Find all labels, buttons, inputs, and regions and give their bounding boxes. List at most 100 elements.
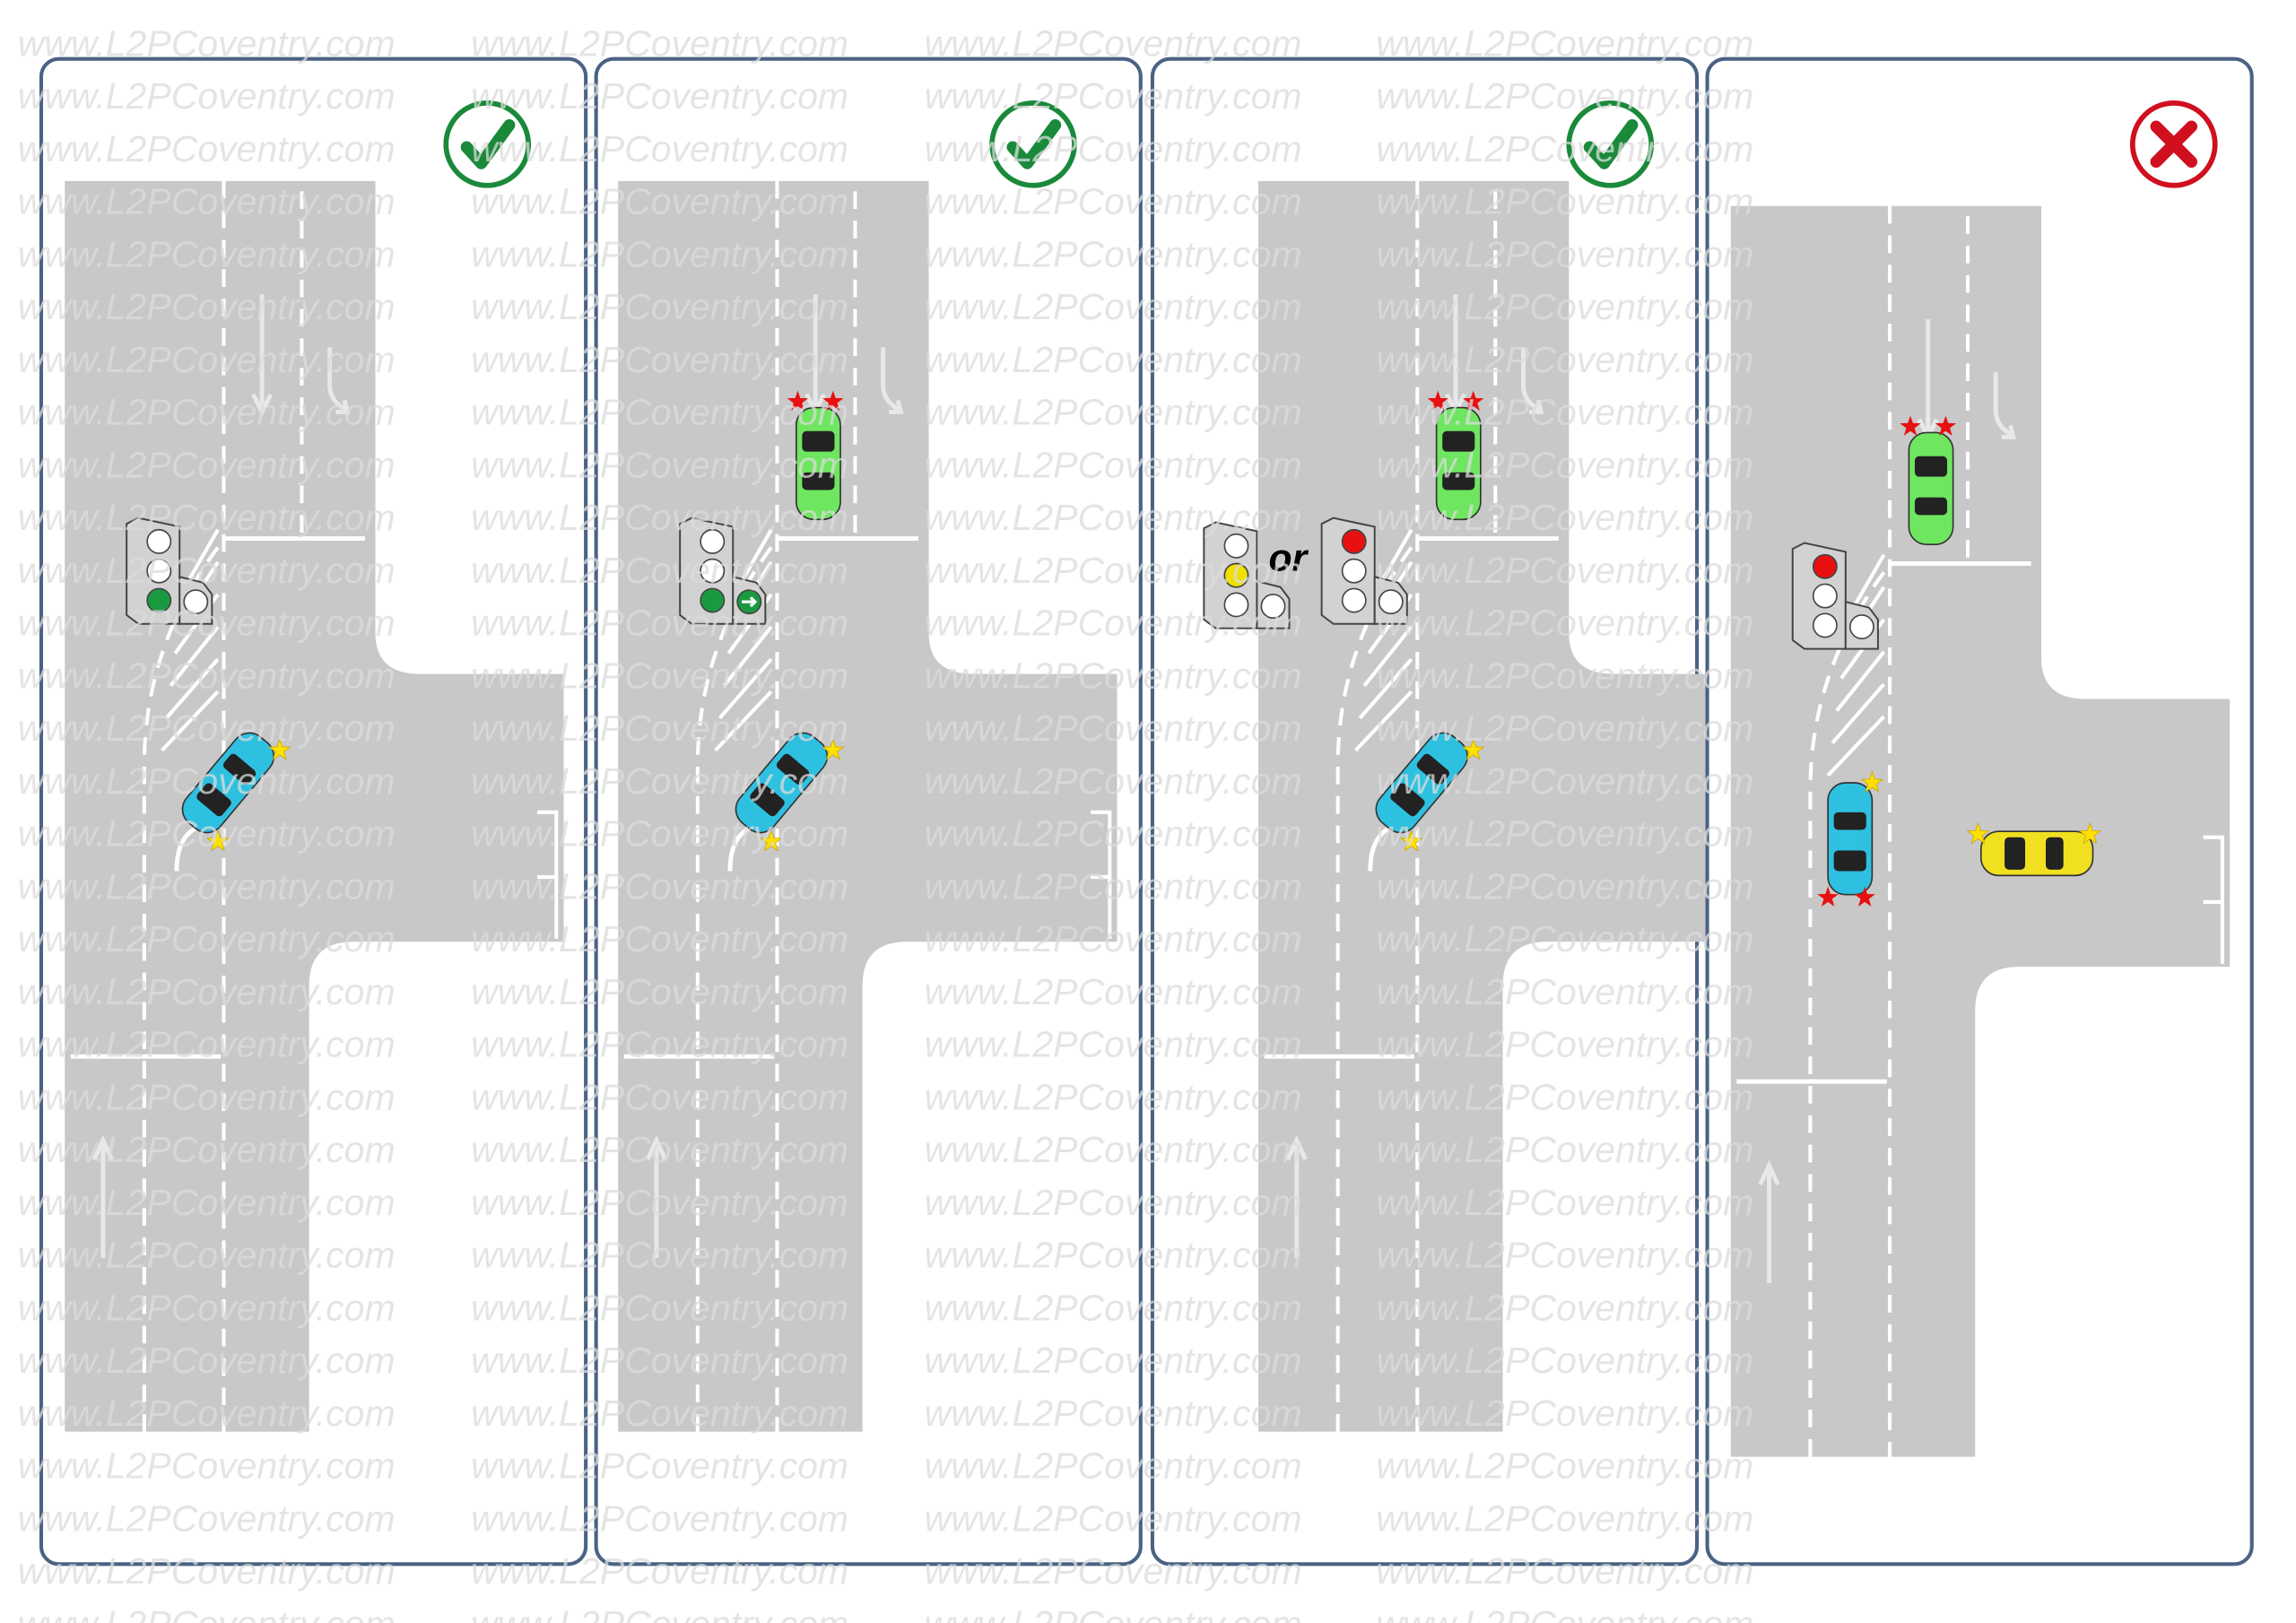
panels: or xyxy=(39,56,2254,1567)
car-roof xyxy=(2025,839,2046,867)
car-windscreen xyxy=(776,753,810,785)
watermark-text: www.L2PCoventry.com xyxy=(1376,1182,1753,1223)
up-arrow-icon xyxy=(91,1134,114,1259)
watermark-text: www.L2PCoventry.com xyxy=(18,75,396,117)
turn-arrow-icon xyxy=(881,347,904,414)
watermark-text: www.L2PCoventry.com xyxy=(18,1497,396,1539)
watermark-text: www.L2PCoventry.com xyxy=(471,865,848,907)
watermark-text: www.L2PCoventry.com xyxy=(471,392,848,433)
watermark-text: www.L2PCoventry.com xyxy=(471,286,848,327)
hatch-marking xyxy=(1358,657,1413,720)
watermark-text: www.L2PCoventry.com xyxy=(1376,1393,1753,1434)
hatch-marking xyxy=(164,657,220,720)
watermark-text: www.L2PCoventry.com xyxy=(18,1393,396,1434)
hatch-marking xyxy=(718,657,773,720)
watermark-text: www.L2PCoventry.com xyxy=(471,181,848,222)
hatch-marking xyxy=(722,625,773,687)
watermark-text: www.L2PCoventry.com xyxy=(18,181,396,222)
learner-car xyxy=(1375,732,1468,834)
watermark-text: www.L2PCoventry.com xyxy=(925,22,1302,64)
check-mark xyxy=(460,118,516,169)
watermark-text: www.L2PCoventry.com xyxy=(18,1550,396,1592)
oncoming-car-green xyxy=(795,406,841,521)
correct-check-icon xyxy=(989,100,1077,188)
watermark-text: www.L2PCoventry.com xyxy=(925,1445,1302,1487)
junction-scene xyxy=(1730,205,2231,1457)
watermark-text: www.L2PCoventry.com xyxy=(925,392,1302,433)
watermark-text: www.L2PCoventry.com xyxy=(18,1076,396,1117)
lamp xyxy=(700,558,726,584)
watermark-text: www.L2PCoventry.com xyxy=(471,1235,848,1276)
lane-divider-curve xyxy=(695,546,773,1432)
ahead-arrow-icon xyxy=(251,294,274,417)
lamp xyxy=(146,528,172,554)
watermark-text: www.L2PCoventry.com xyxy=(18,1129,396,1170)
watermark-text: www.L2PCoventry.com xyxy=(1376,865,1753,907)
side-road-marking xyxy=(1091,810,1112,939)
watermark-text: www.L2PCoventry.com xyxy=(1376,22,1753,64)
watermark-text: www.L2PCoventry.com xyxy=(925,444,1302,485)
watermark-text: www.L2PCoventry.com xyxy=(471,1182,848,1223)
watermark-text: www.L2PCoventry.com xyxy=(18,1340,396,1381)
watermark-text: www.L2PCoventry.com xyxy=(925,655,1302,696)
watermark-text: www.L2PCoventry.com xyxy=(18,339,396,380)
learner-car xyxy=(181,732,275,834)
watermark-text: www.L2PCoventry.com xyxy=(18,444,396,485)
watermark-text: www.L2PCoventry.com xyxy=(471,1129,848,1170)
watermark-text: www.L2PCoventry.com xyxy=(1376,655,1753,696)
watermark-text: www.L2PCoventry.com xyxy=(471,1497,848,1539)
junction-scene: or xyxy=(1203,180,1758,1432)
watermark-text: www.L2PCoventry.com xyxy=(925,918,1302,959)
watermark-text: www.L2PCoventry.com xyxy=(18,603,396,644)
watermark-text: www.L2PCoventry.com xyxy=(925,233,1302,274)
watermark-text: www.L2PCoventry.com xyxy=(1376,1497,1753,1539)
watermark-text: www.L2PCoventry.com xyxy=(925,181,1302,222)
panel-2 xyxy=(594,56,1143,1567)
turn-arrow-icon xyxy=(327,347,351,414)
watermark-text: www.L2PCoventry.com xyxy=(471,655,848,696)
junction-scene xyxy=(618,180,1118,1432)
star-icon xyxy=(1817,886,1839,907)
hatch-marking xyxy=(1831,682,1886,745)
lamp xyxy=(1812,553,1838,579)
star-icon xyxy=(267,738,291,760)
watermark-text: www.L2PCoventry.com xyxy=(18,1603,396,1623)
up-arrow-icon xyxy=(1285,1134,1308,1259)
watermark-text: www.L2PCoventry.com xyxy=(471,1603,848,1623)
turn-arrow-icon xyxy=(1993,372,2017,439)
watermark-text: www.L2PCoventry.com xyxy=(18,392,396,433)
watermark-text: www.L2PCoventry.com xyxy=(18,233,396,274)
star-icon xyxy=(1462,390,1484,411)
watermark-text: www.L2PCoventry.com xyxy=(925,1603,1302,1623)
car-windscreen xyxy=(1833,812,1866,830)
watermark-text: www.L2PCoventry.com xyxy=(18,1287,396,1328)
filter-arrow-icon xyxy=(742,596,758,608)
check-mark xyxy=(1006,118,1062,169)
lane-divider-curve xyxy=(1335,546,1413,1432)
star-icon xyxy=(1399,829,1423,852)
watermark-text: www.L2PCoventry.com xyxy=(471,75,848,117)
lamp xyxy=(1812,583,1838,609)
star-icon xyxy=(1935,415,1957,436)
watermark-text: www.L2PCoventry.com xyxy=(18,1024,396,1065)
car-rear-window xyxy=(196,783,231,817)
car-rear-window xyxy=(1390,783,1425,817)
watermark-text: www.L2PCoventry.com xyxy=(1376,1445,1753,1487)
watermark-text: www.L2PCoventry.com xyxy=(471,444,848,485)
panel-3: or xyxy=(1150,56,1758,1567)
watermark-text: www.L2PCoventry.com xyxy=(471,1550,848,1592)
correct-check-icon xyxy=(443,100,532,188)
watermark-text: www.L2PCoventry.com xyxy=(1376,971,1753,1012)
lamp xyxy=(1812,612,1838,638)
star-icon xyxy=(1966,821,1990,845)
oncoming-car xyxy=(1979,830,2094,877)
hatch-marking xyxy=(1353,690,1413,752)
learner-car xyxy=(735,732,829,834)
watermark-text: www.L2PCoventry.com xyxy=(471,128,848,169)
or-label: or xyxy=(1269,537,1309,580)
watermark-text: www.L2PCoventry.com xyxy=(925,1550,1302,1592)
up-arrow-icon xyxy=(645,1134,667,1259)
watermark-text: www.L2PCoventry.com xyxy=(18,550,396,591)
watermark-text: www.L2PCoventry.com xyxy=(925,760,1302,802)
